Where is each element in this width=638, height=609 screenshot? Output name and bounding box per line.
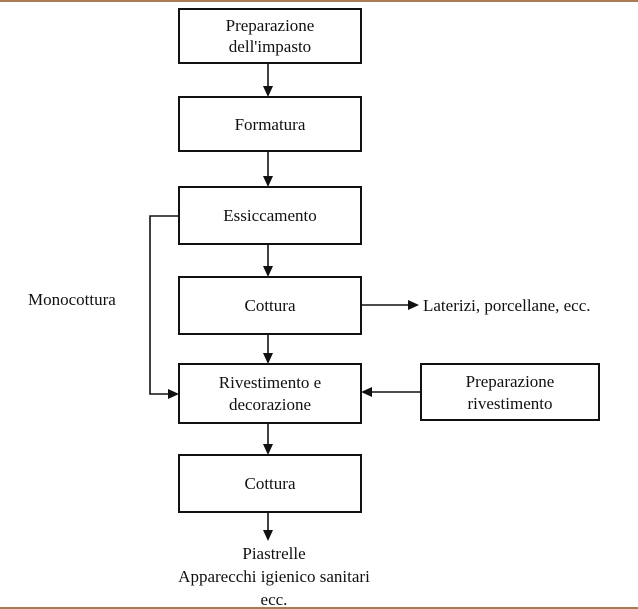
svg-text:ecc.: ecc. [261,590,288,609]
label-monocottura: Monocottura [28,290,116,309]
box-cottura-1: Cottura [178,276,362,335]
scan-edge-top [0,0,638,2]
svg-text:Cottura: Cottura [245,474,296,493]
svg-text:Piastrelle: Piastrelle [242,544,305,563]
box-preparazione-impasto: Preparazione dell'impasto [178,8,362,64]
arrow-3 [263,244,273,277]
box-preparazione-rivestimento: Preparazione rivestimento [420,363,600,421]
box-cottura-2: Cottura [178,454,362,513]
label-laterizi: Laterizi, porcellane, ecc. [423,296,591,315]
scan-edge-bottom [0,607,638,609]
svg-text:Preparazione: Preparazione [466,372,555,391]
svg-text:Cottura: Cottura [245,296,296,315]
arrow-4 [263,334,273,364]
arrow-2 [263,151,273,187]
svg-text:Formatura: Formatura [235,115,306,134]
svg-text:decorazione: decorazione [229,395,311,414]
svg-text:dell'impasto: dell'impasto [229,37,311,56]
arrow-rivestimento-in [361,387,421,397]
output-products: Piastrelle Apparecchi igienico sanitari … [178,544,370,609]
arrow-1 [263,63,273,97]
monocottura-bypass [149,215,179,399]
box-rivestimento: Rivestimento e decorazione [178,363,362,424]
box-formatura: Formatura [178,96,362,152]
arrow-6 [263,512,273,541]
box-essiccamento: Essiccamento [178,186,362,245]
svg-text:rivestimento: rivestimento [468,394,553,413]
svg-text:Apparecchi igienico sanitari: Apparecchi igienico sanitari [178,567,370,586]
arrow-laterizi [361,300,419,310]
svg-text:Rivestimento e: Rivestimento e [219,373,321,392]
svg-text:Essiccamento: Essiccamento [223,206,316,225]
arrow-5 [263,423,273,455]
svg-text:Preparazione: Preparazione [226,16,315,35]
